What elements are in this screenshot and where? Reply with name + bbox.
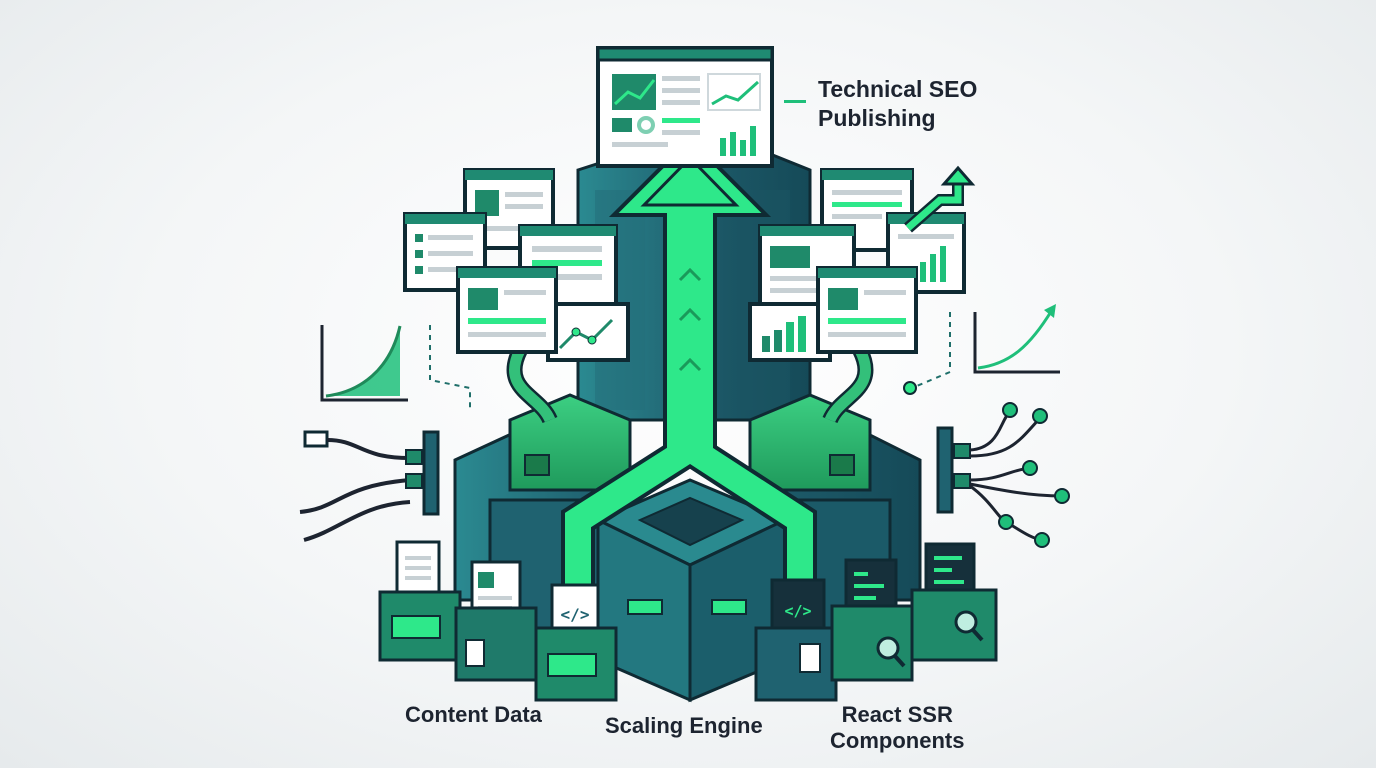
react-ssr-label: React SSR Components	[830, 702, 965, 753]
publishing-dashboard	[596, 46, 774, 168]
plug-icon	[299, 430, 440, 542]
magnifier-icon	[876, 636, 900, 660]
left-page-windows	[403, 168, 630, 362]
publishing-label: Technical SEO Publishing	[818, 76, 978, 131]
document-icon	[799, 643, 821, 673]
trend-arrow-icon	[904, 165, 976, 233]
publishing-label-connector	[784, 100, 806, 103]
left-green-box	[508, 393, 632, 492]
network-node-icon	[936, 402, 1070, 548]
growth-chart-icon	[973, 304, 1060, 374]
magnifier-icon	[954, 610, 978, 634]
content-data-bins: </>	[378, 540, 618, 702]
code-icon-glyph: </>	[561, 605, 590, 624]
line-chart-icon	[320, 325, 408, 402]
react-component-bins: </>	[754, 542, 998, 702]
scaling-engine-label: Scaling Engine	[605, 713, 763, 738]
scaling-engine-cube	[594, 478, 789, 703]
code-icon-glyph: </>	[784, 602, 811, 620]
content-data-label: Content Data	[405, 702, 542, 727]
right-page-windows	[748, 168, 966, 362]
